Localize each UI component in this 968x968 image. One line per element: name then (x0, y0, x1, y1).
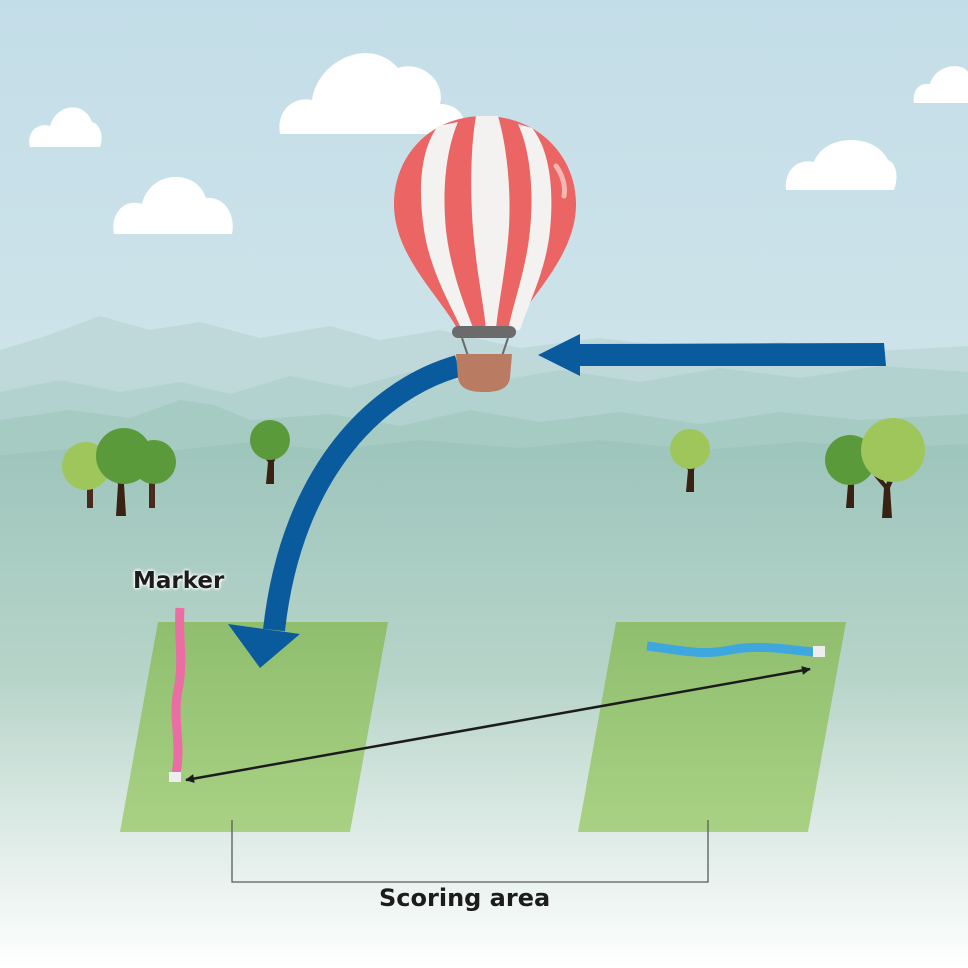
tree-icon (670, 429, 710, 492)
marker-pink (169, 607, 186, 782)
tree-icon (250, 420, 290, 484)
tree-icon (132, 440, 176, 508)
cloud-icon (279, 53, 465, 134)
cloud-icon (113, 176, 233, 234)
tree-icon (861, 418, 925, 518)
marker-blue (646, 641, 825, 658)
cloud-icon (29, 107, 102, 147)
marker-label: Marker (133, 568, 225, 594)
hot-air-balloon-icon (394, 116, 576, 392)
distance-arrow (185, 665, 811, 784)
scoring-area-label: Scoring area (379, 884, 551, 912)
cloud-icon (785, 139, 897, 190)
wind-arrow-horizontal (538, 334, 886, 376)
wind-arrow-curved (228, 355, 462, 668)
scoring-area-bracket (231, 820, 709, 883)
cloud-icon (913, 66, 968, 103)
